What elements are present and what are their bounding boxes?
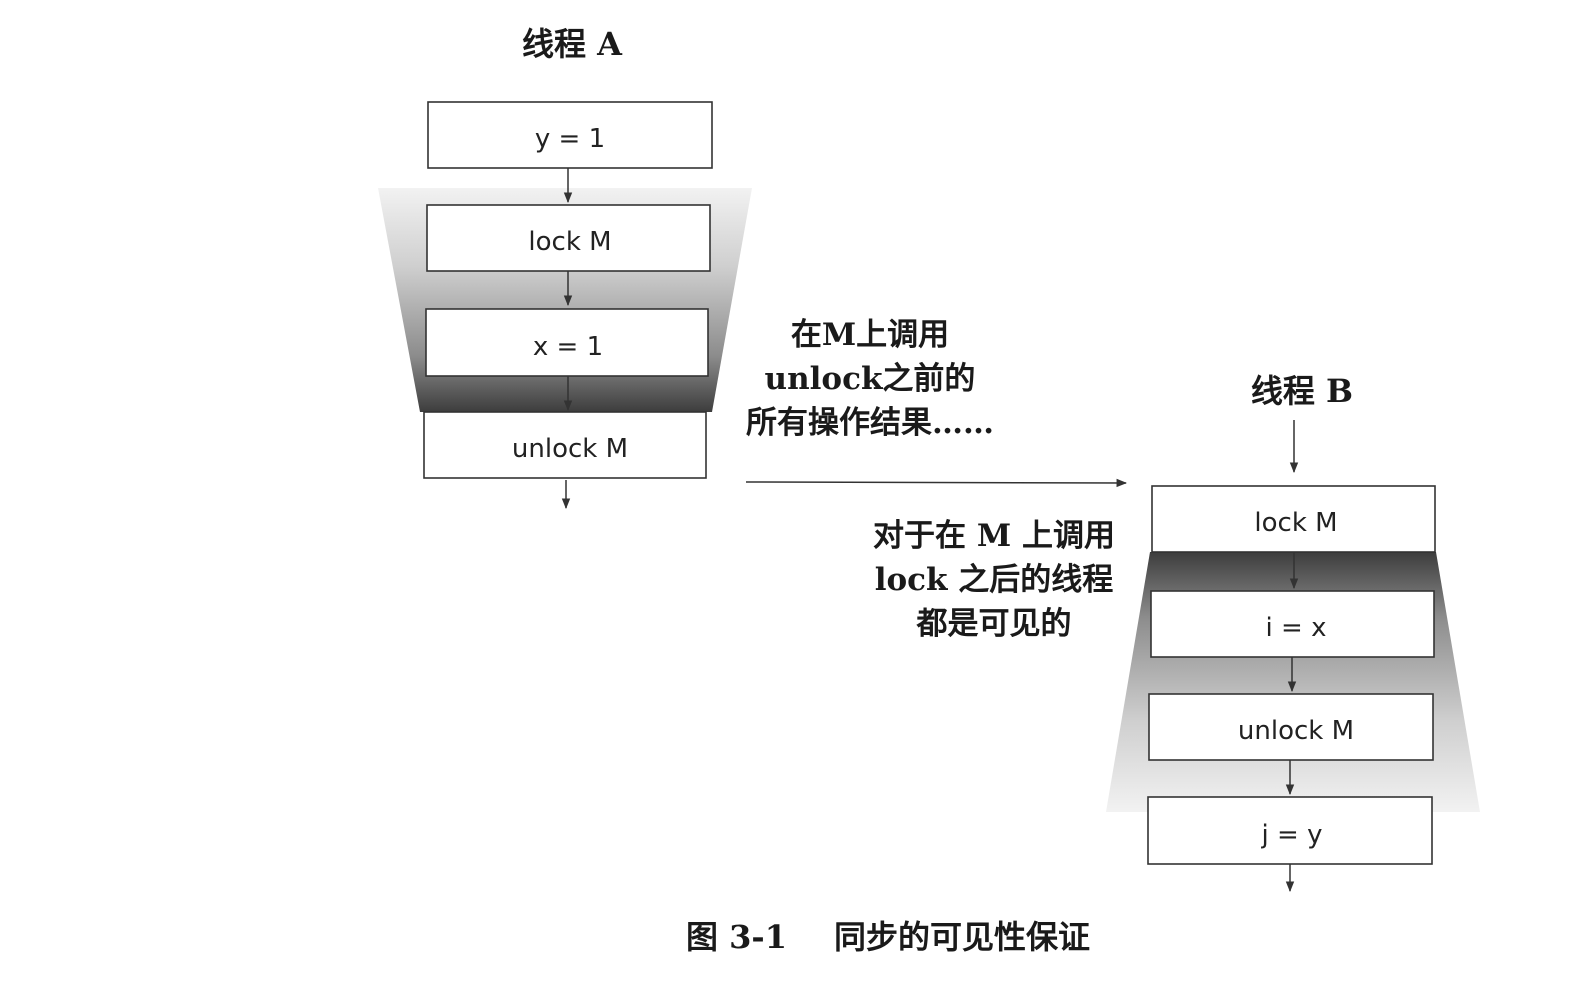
thread-a-step-1: y = 1 xyxy=(427,101,713,169)
figure-caption-text: 同步的可见性保证 xyxy=(834,918,1090,956)
thread-a-title: 线程 A xyxy=(522,25,623,63)
thread-a-step-4-label: unlock M xyxy=(512,434,628,464)
thread-b-step-3-label: unlock M xyxy=(1238,716,1354,746)
thread-a-step-2-label: lock M xyxy=(528,227,611,257)
figure-caption: 图 3-1 同步的可见性保证 xyxy=(686,918,1090,956)
thread-b-step-2: i = x xyxy=(1150,590,1435,658)
thread-b-step-1: lock M xyxy=(1151,485,1436,553)
thread-b-connectors xyxy=(1285,420,1299,893)
thread-a-step-3: x = 1 xyxy=(425,308,709,377)
thread-a-step-1-label: y = 1 xyxy=(535,124,605,154)
thread-b-step-3: unlock M xyxy=(1148,693,1434,761)
thread-b-step-4: j = y xyxy=(1147,796,1433,865)
thread-a-connectors xyxy=(561,168,573,510)
thread-a-step-3-label: x = 1 xyxy=(533,332,603,362)
thread-a-step-2: lock M xyxy=(426,204,711,272)
thread-b-step-1-label: lock M xyxy=(1254,508,1337,538)
figure-caption-number: 图 3-1 xyxy=(686,918,787,956)
thread-b-step-2-label: i = x xyxy=(1266,613,1327,643)
annotation-before-line-3: 所有操作结果…… xyxy=(746,405,994,441)
annotation-before-line-1: 在M上调用 xyxy=(791,317,949,353)
happens-before-arrow xyxy=(745,478,1128,488)
annotation-before-line-2: unlock之前的 xyxy=(765,361,976,397)
thread-b-step-4-label: j = y xyxy=(1261,820,1323,850)
thread-a-step-4: unlock M xyxy=(423,411,707,479)
annotation-after-lock: 对于在 M 上调用 lock 之后的线程 都是可见的 xyxy=(873,518,1115,642)
annotation-after-line-1: 对于在 M 上调用 xyxy=(873,518,1115,554)
thread-b-title: 线程 B xyxy=(1251,372,1353,410)
annotation-after-line-2: lock 之后的线程 xyxy=(875,562,1114,598)
annotation-after-line-3: 都是可见的 xyxy=(916,606,1072,642)
annotation-before-unlock: 在M上调用 unlock之前的 所有操作结果…… xyxy=(746,317,994,441)
